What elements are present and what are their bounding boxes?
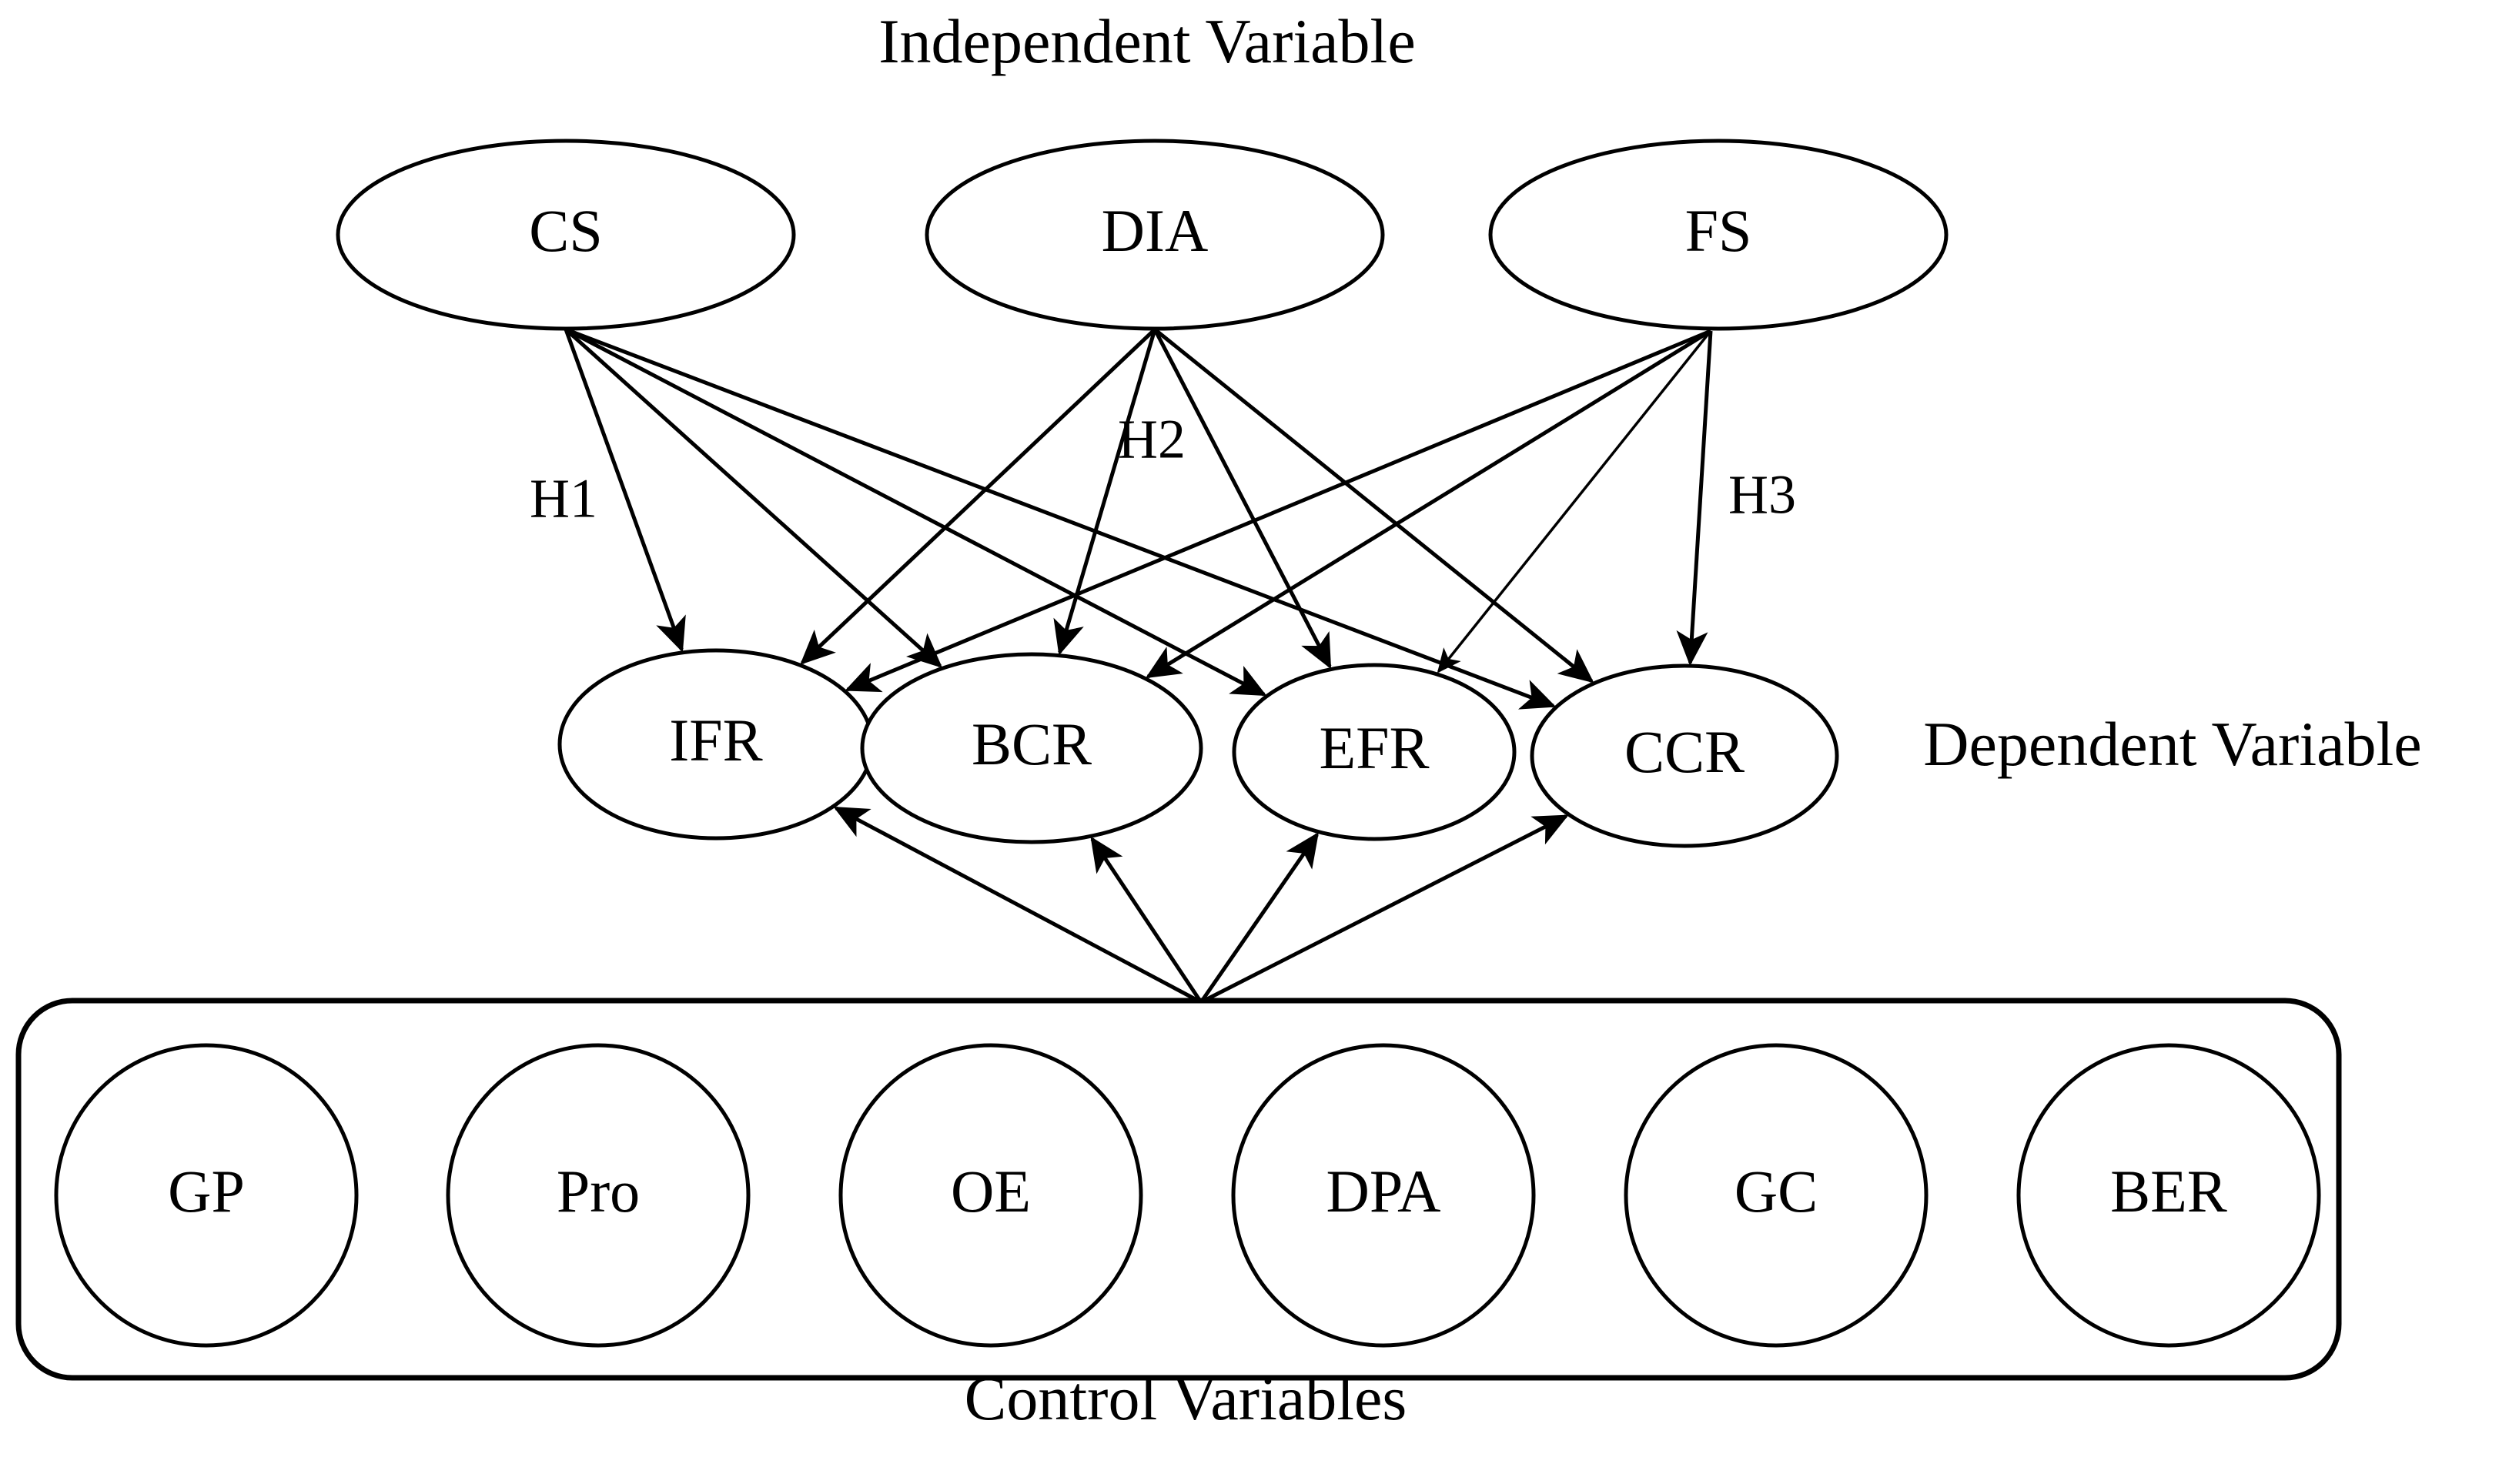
control-node-label: BER <box>2110 1158 2227 1225</box>
dependent-node-ccr[interactable]: CCR <box>1530 663 1839 848</box>
control-node-label: OE <box>951 1158 1031 1225</box>
dependent-node-label: IFR <box>669 707 762 774</box>
dependent-node-label: BCR <box>972 710 1092 777</box>
control-node-label: GP <box>168 1158 245 1225</box>
hypothesis-label-h1: H1 <box>530 468 597 530</box>
circle-shape <box>838 1043 1143 1348</box>
independent-node-label: FS <box>1685 197 1752 264</box>
ellipse-shape <box>336 139 796 331</box>
independent-node-dia[interactable]: DIA <box>925 139 1385 331</box>
dependent-node-ifr[interactable]: IFR <box>557 648 875 841</box>
edge-fs-to-bcr <box>1145 329 1712 679</box>
ellipse-shape <box>1530 663 1839 848</box>
hypothesis-label-h2: H2 <box>1118 409 1186 470</box>
dependent-node-label: CCR <box>1624 718 1745 785</box>
edge-cs-to-ccr <box>565 327 1557 710</box>
independent-node-cs[interactable]: CS <box>336 139 796 331</box>
circle-shape <box>446 1043 751 1348</box>
control-node-gc[interactable]: GC <box>1624 1043 1929 1348</box>
edge-fs-to-ccr <box>1676 330 1713 667</box>
edge-group <box>564 327 1713 1004</box>
ellipse-shape <box>860 652 1203 844</box>
edge-fs-to-ifr <box>845 329 1711 693</box>
dependent-node-bcr[interactable]: BCR <box>860 652 1203 844</box>
circle-shape <box>1231 1043 1536 1348</box>
ellipse-shape <box>1232 663 1517 841</box>
control-variables-box <box>15 998 2342 1381</box>
dependent-node-label: EFR <box>1319 714 1429 781</box>
control-node-pro[interactable]: Pro <box>446 1043 751 1348</box>
edge-dia-to-ccr <box>1153 328 1594 684</box>
edge-dia-to-ifr <box>800 328 1156 665</box>
dependent-node-efr[interactable]: EFR <box>1232 663 1517 841</box>
control-node-label: Pro <box>557 1158 640 1225</box>
control-node-label: DPA <box>1326 1158 1441 1225</box>
independent-node-fs[interactable]: FS <box>1488 139 1949 331</box>
circle-shape <box>54 1043 359 1348</box>
circle-shape <box>2016 1043 2321 1348</box>
edge-fs-to-efr <box>1437 329 1712 673</box>
edge-cs-to-bcr <box>564 328 943 668</box>
hypothesis-label-h3: H3 <box>1728 464 1796 526</box>
edge-cs-to-ifr <box>564 329 686 653</box>
control-variables-title: Control Variables <box>965 1363 1407 1433</box>
ellipse-shape <box>1488 139 1949 331</box>
edge-control-to-efr <box>1199 831 1320 1004</box>
independent-node-label: DIA <box>1102 197 1209 264</box>
control-node-gp[interactable]: GP <box>54 1043 359 1348</box>
control-node-oe[interactable]: OE <box>838 1043 1143 1348</box>
independent-node-label: CS <box>529 197 602 264</box>
edge-dia-to-efr <box>1152 328 1332 670</box>
control-node-label: GC <box>1735 1158 1818 1225</box>
independent-variable-title: Independent Variable <box>878 6 1415 76</box>
control-node-ber[interactable]: BER <box>2016 1043 2321 1348</box>
edge-control-to-ccr <box>1199 814 1569 1004</box>
dependent-variable-title: Dependent Variable <box>1923 709 2421 779</box>
edge-control-to-bcr <box>1090 836 1203 1004</box>
control-node-dpa[interactable]: DPA <box>1231 1043 1536 1348</box>
edge-control-to-ifr <box>833 806 1203 1004</box>
edge-dia-to-bcr <box>1053 329 1157 656</box>
edge-cs-to-efr <box>564 327 1267 697</box>
ellipse-shape <box>925 139 1385 331</box>
circle-shape <box>1624 1043 1929 1348</box>
node-group: CS DIA FS IFR BCR EFR CCR GP Pro OE DPA GC BER <box>15 139 2342 1381</box>
